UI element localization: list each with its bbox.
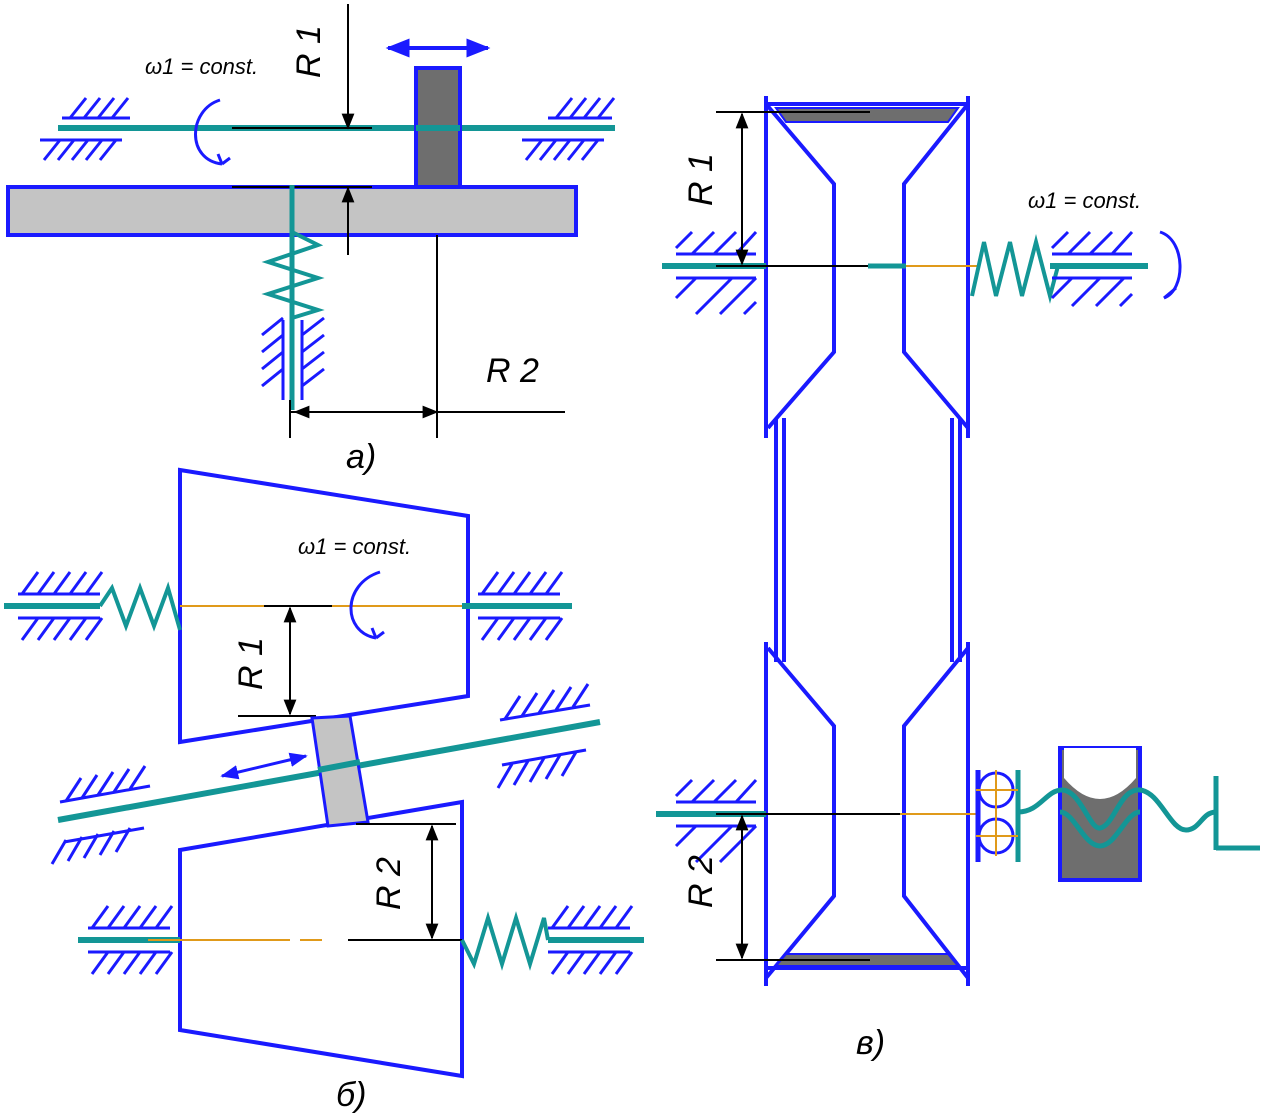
- diagram-c: ω1 = const. R 1 R 2 в): [656, 96, 1260, 1062]
- cam-wave: [1017, 787, 1217, 833]
- support-hatch: [88, 905, 174, 975]
- support-hatch: [674, 230, 758, 316]
- support-hatch: [18, 571, 104, 641]
- caption-a: а): [346, 438, 376, 476]
- support-hatch: [40, 97, 130, 161]
- rotation-arrow-icon: [349, 570, 381, 640]
- upper-cone: [178, 467, 470, 745]
- omega-label: ω1 = const.: [1028, 188, 1141, 213]
- spring: [970, 234, 1060, 304]
- support-hatch: [496, 683, 591, 789]
- support-hatch: [1050, 230, 1134, 308]
- omega-label: ω1 = const.: [298, 534, 411, 559]
- rotation-arrow-icon: [194, 98, 223, 166]
- support-hatch: [674, 778, 758, 864]
- cam-loader: [975, 746, 1260, 882]
- support-hatch: [478, 571, 564, 641]
- diagram-a: ω1 = const. R 1 R 2 а): [6, 4, 616, 476]
- spring: [460, 911, 550, 971]
- support-hatch: [50, 765, 151, 865]
- support-hatch: [261, 316, 325, 400]
- spring: [98, 581, 182, 632]
- diagram-b: ω1 = const. R 1 R 2 б): [4, 467, 644, 1114]
- upper-roller: [774, 107, 960, 123]
- r1-label: R 1: [682, 153, 720, 206]
- omega-label: ω1 = const.: [145, 54, 258, 79]
- r1-label: R 1: [232, 637, 270, 690]
- spring: [261, 230, 325, 320]
- r2-label: R 2: [370, 857, 408, 910]
- sliding-roller: [310, 714, 370, 828]
- r1-label: R 1: [290, 25, 328, 78]
- support-hatch: [548, 905, 634, 975]
- support-hatch: [522, 97, 616, 161]
- r2-label: R 2: [682, 855, 720, 908]
- caption-b: б): [336, 1076, 366, 1114]
- slide-arrow: [220, 752, 308, 780]
- rotation-arrow-icon: [1159, 230, 1182, 300]
- caption-c: в): [856, 1024, 885, 1062]
- r2-label: R 2: [486, 352, 539, 390]
- toroidal-discs: [764, 96, 970, 986]
